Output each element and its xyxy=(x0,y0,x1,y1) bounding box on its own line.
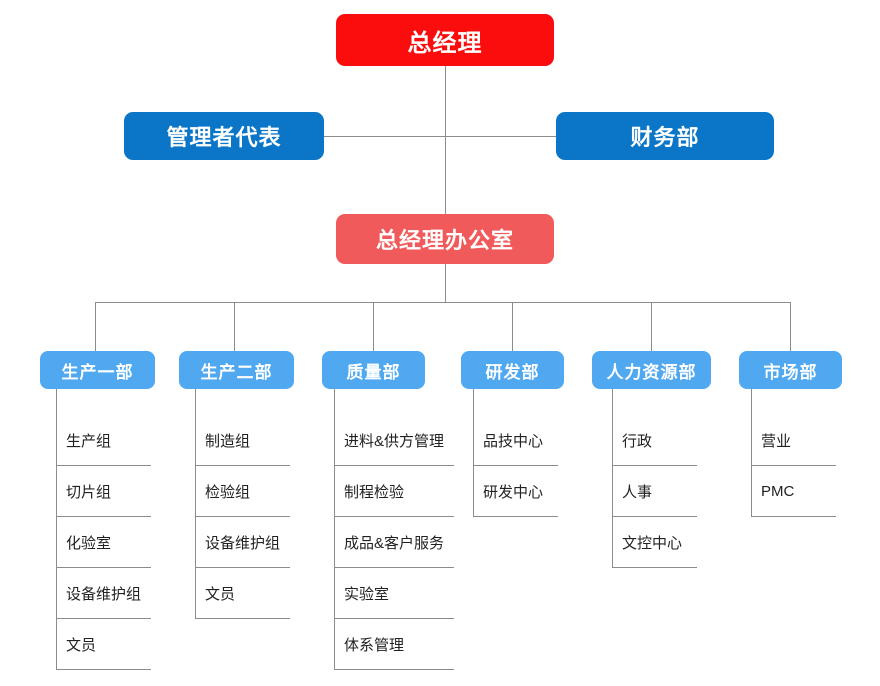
sub-item[interactable]: 成品&客户服务 xyxy=(334,517,454,568)
node-management-representative[interactable]: 管理者代表 xyxy=(124,112,324,160)
sub-list-marketing: 营业 PMC xyxy=(751,415,836,517)
connector-sub-drop-2 xyxy=(195,389,196,415)
sub-item[interactable]: 进料&供方管理 xyxy=(334,415,454,466)
sub-item[interactable]: 切片组 xyxy=(56,466,151,517)
connector-drop-dept-3 xyxy=(373,302,374,351)
sub-item[interactable]: 化验室 xyxy=(56,517,151,568)
sub-item[interactable]: 人事 xyxy=(612,466,697,517)
dept-box-rnd[interactable]: 研发部 xyxy=(461,351,564,389)
sub-item[interactable]: 研发中心 xyxy=(473,466,558,517)
sub-item[interactable]: 文员 xyxy=(56,619,151,670)
sub-list-hr: 行政 人事 文控中心 xyxy=(612,415,697,568)
sub-item[interactable]: 实验室 xyxy=(334,568,454,619)
sub-item[interactable]: PMC xyxy=(751,466,836,517)
sub-item[interactable]: 设备维护组 xyxy=(195,517,290,568)
connector-sub-drop-6 xyxy=(751,389,752,415)
node-finance-department[interactable]: 财务部 xyxy=(556,112,774,160)
connector-staff-lateral xyxy=(324,136,556,137)
connector-department-bus xyxy=(95,302,791,303)
connector-sub-drop-3 xyxy=(334,389,335,415)
connector-drop-dept-1 xyxy=(95,302,96,351)
sub-item[interactable]: 文控中心 xyxy=(612,517,697,568)
connector-gm-trunk xyxy=(445,66,446,214)
dept-box-production-2[interactable]: 生产二部 xyxy=(179,351,294,389)
sub-item[interactable]: 生产组 xyxy=(56,415,151,466)
sub-item[interactable]: 营业 xyxy=(751,415,836,466)
sub-spine-quality xyxy=(334,415,335,670)
sub-spine-rnd xyxy=(473,415,474,517)
sub-item[interactable]: 设备维护组 xyxy=(56,568,151,619)
node-general-manager[interactable]: 总经理 xyxy=(336,14,554,66)
sub-spine-production-2 xyxy=(195,415,196,619)
sub-list-production-1: 生产组 切片组 化验室 设备维护组 文员 xyxy=(56,415,151,670)
sub-item[interactable]: 行政 xyxy=(612,415,697,466)
connector-office-drop xyxy=(445,264,446,302)
connector-sub-drop-5 xyxy=(612,389,613,415)
connector-drop-dept-2 xyxy=(234,302,235,351)
sub-item[interactable]: 制造组 xyxy=(195,415,290,466)
sub-item[interactable]: 体系管理 xyxy=(334,619,454,670)
dept-box-hr[interactable]: 人力资源部 xyxy=(592,351,711,389)
sub-item[interactable]: 检验组 xyxy=(195,466,290,517)
connector-drop-dept-5 xyxy=(651,302,652,351)
sub-list-rnd: 品技中心 研发中心 xyxy=(473,415,558,517)
sub-item[interactable]: 品技中心 xyxy=(473,415,558,466)
dept-box-production-1[interactable]: 生产一部 xyxy=(40,351,155,389)
sub-list-quality: 进料&供方管理 制程检验 成品&客户服务 实验室 体系管理 xyxy=(334,415,454,670)
connector-sub-drop-4 xyxy=(473,389,474,415)
dept-box-quality[interactable]: 质量部 xyxy=(322,351,425,389)
dept-box-marketing[interactable]: 市场部 xyxy=(739,351,842,389)
sub-list-production-2: 制造组 检验组 设备维护组 文员 xyxy=(195,415,290,619)
connector-drop-dept-4 xyxy=(512,302,513,351)
connector-sub-drop-1 xyxy=(56,389,57,415)
sub-spine-marketing xyxy=(751,415,752,517)
sub-item[interactable]: 制程检验 xyxy=(334,466,454,517)
connector-drop-dept-6 xyxy=(790,302,791,351)
sub-spine-production-1 xyxy=(56,415,57,670)
node-general-manager-office[interactable]: 总经理办公室 xyxy=(336,214,554,264)
sub-spine-hr xyxy=(612,415,613,568)
sub-item[interactable]: 文员 xyxy=(195,568,290,619)
